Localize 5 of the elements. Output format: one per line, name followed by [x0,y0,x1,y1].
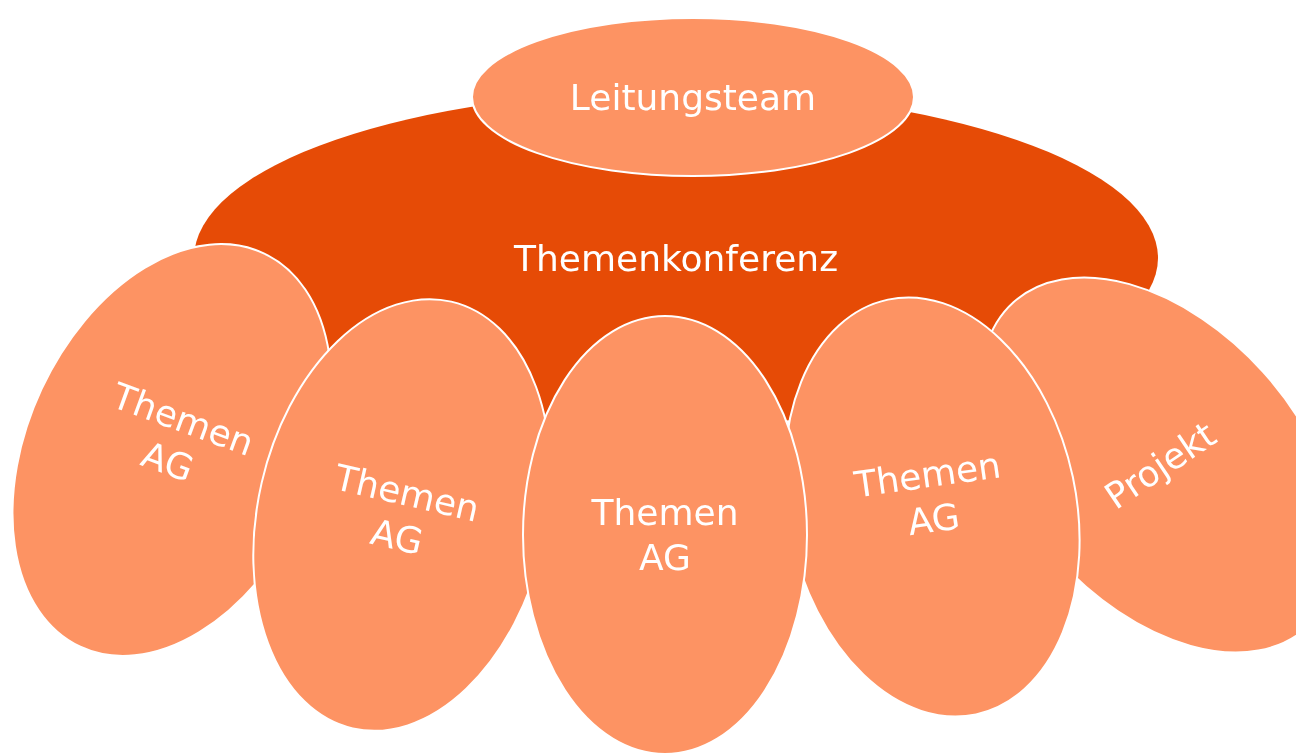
oval-label: Themen AG [329,455,485,565]
oval-label: Themen AG [850,443,1005,546]
oval-label: Themen AG [590,491,740,580]
oval-label: Leitungsteam [568,75,818,120]
oval-label: Themenkonferenz [512,236,840,281]
